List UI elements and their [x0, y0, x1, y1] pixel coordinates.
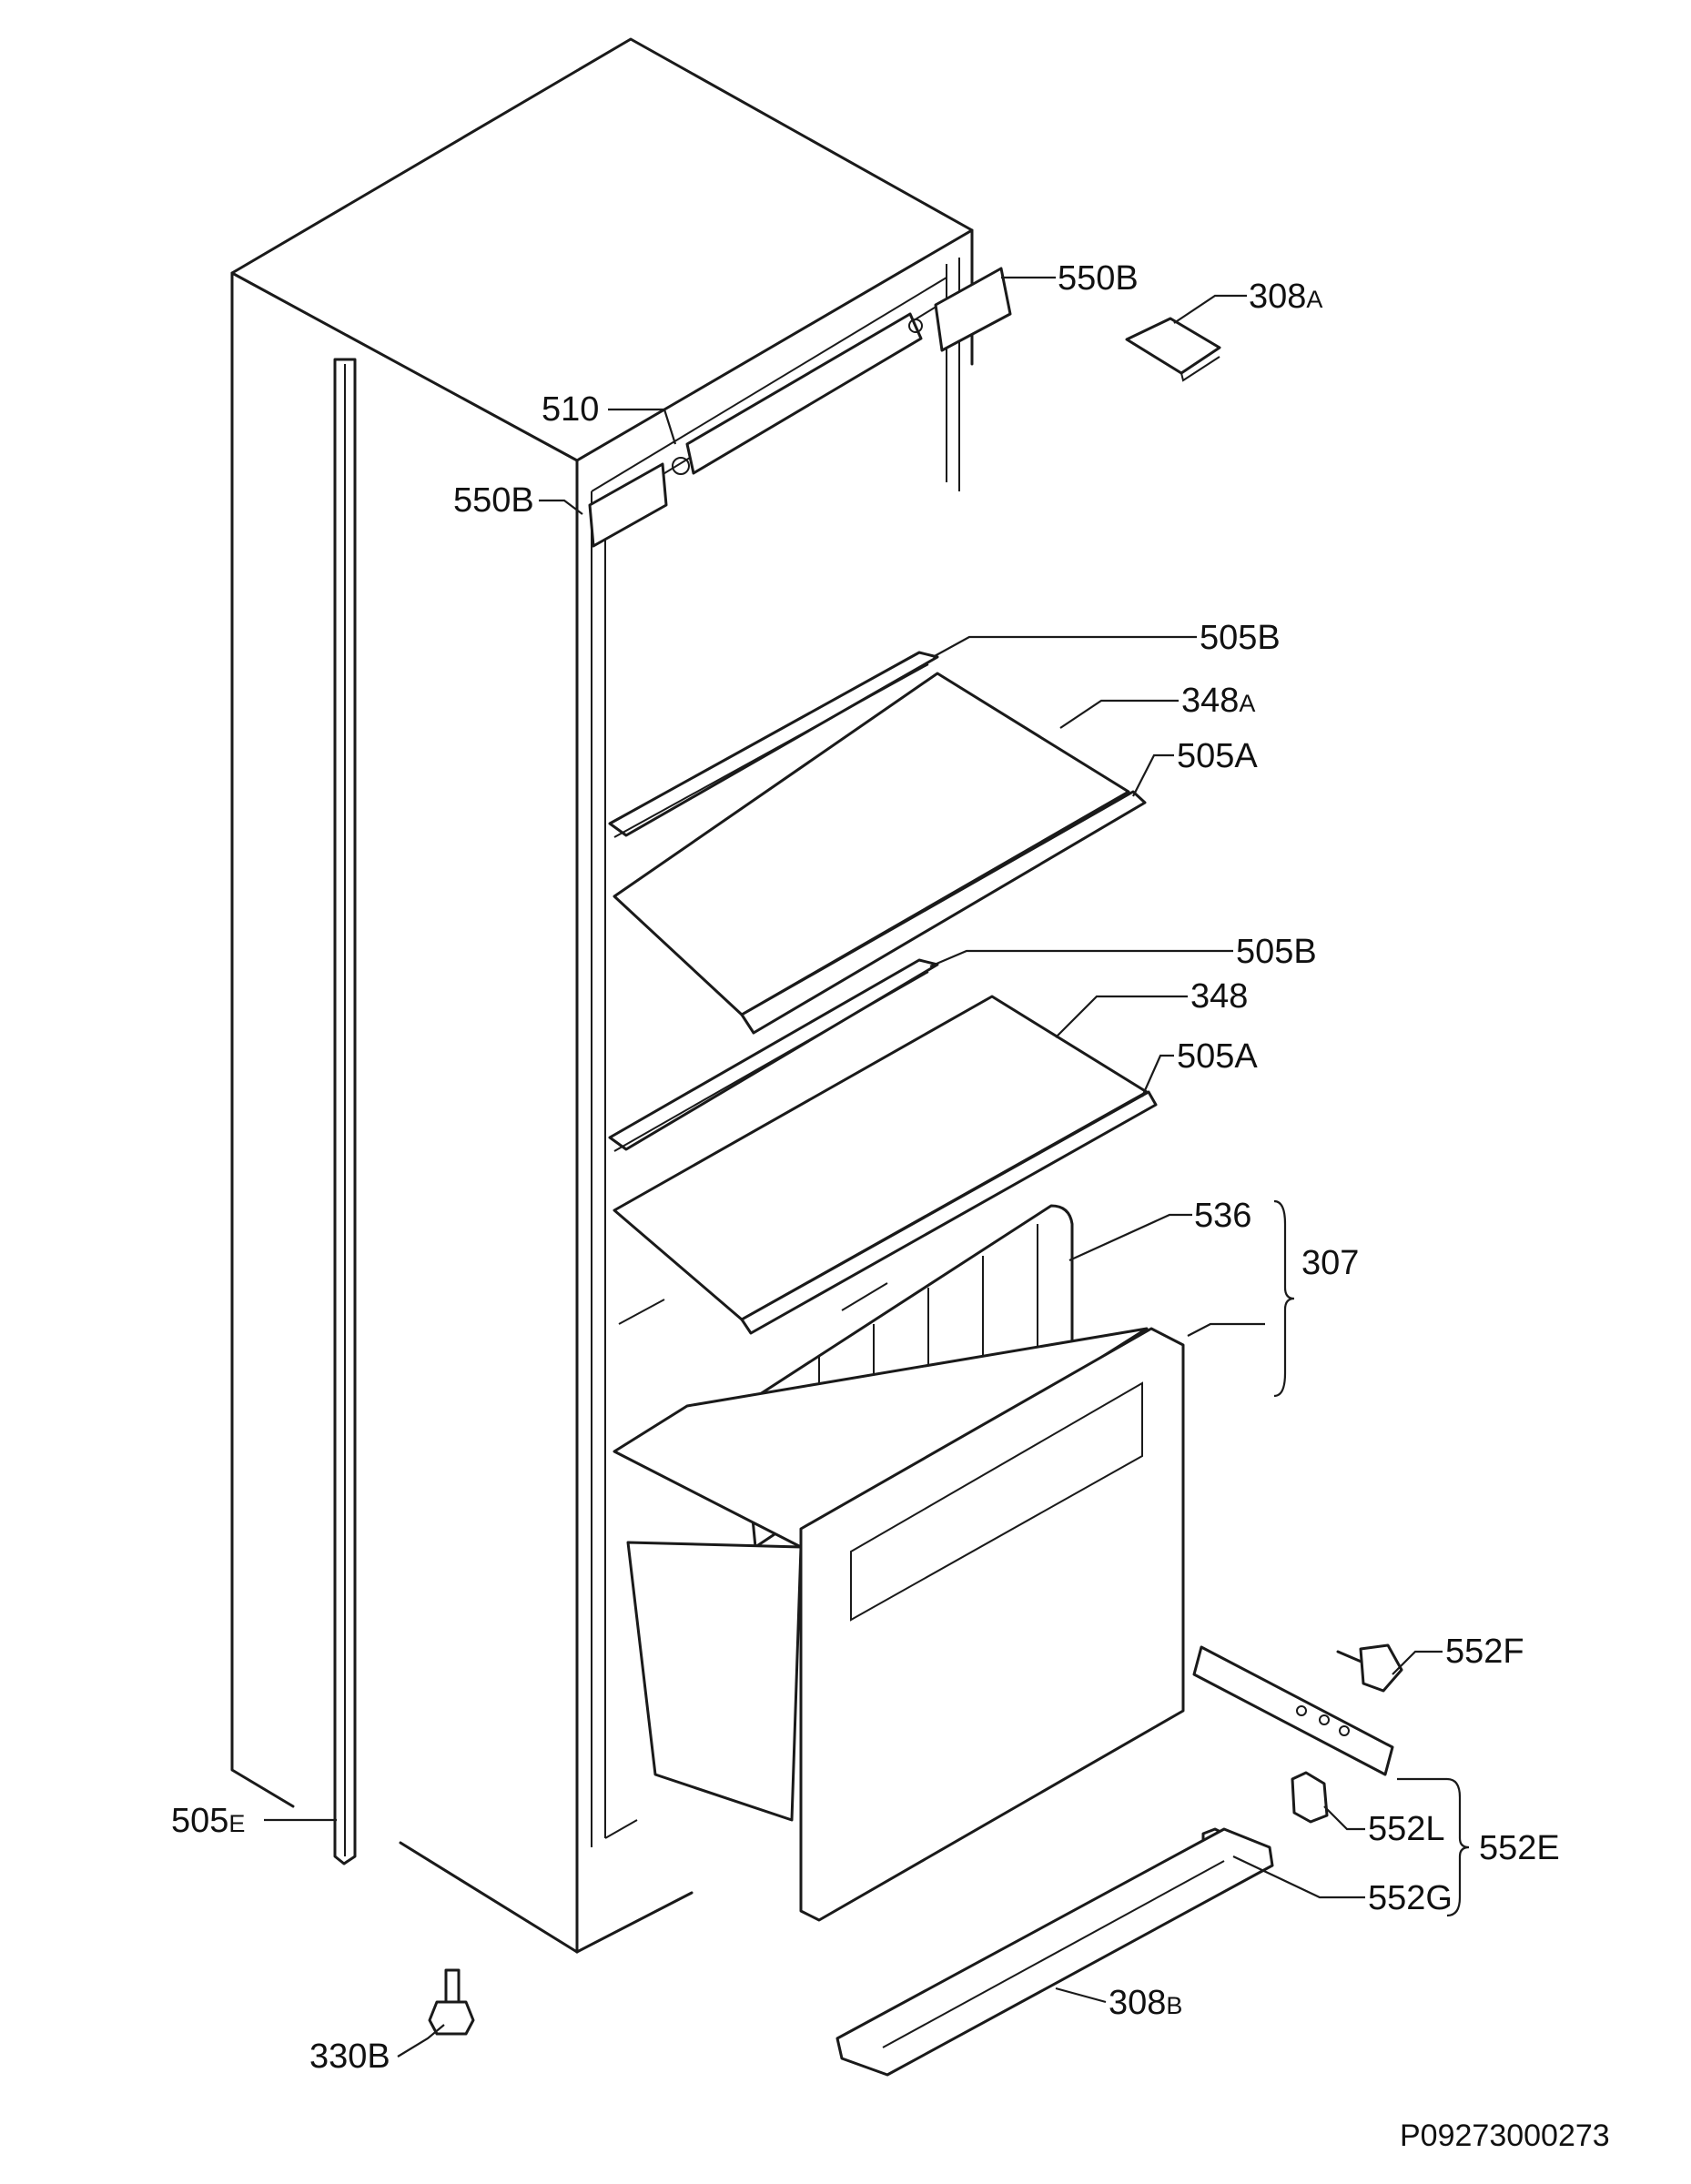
part-labels: 550B 308A 510 550B 505B 348A 505A 505B 3… [171, 259, 1560, 2076]
hinge-cover-top-right [934, 267, 1012, 352]
shelf-348-part [608, 958, 1158, 1335]
braces [1273, 1199, 1470, 1917]
label-308b: 308B [1109, 1984, 1182, 2022]
label-536: 536 [1194, 1197, 1251, 1235]
foot-bolt-330b-part [428, 1968, 475, 2036]
rail-552e-part [1192, 1645, 1394, 1776]
label-550b-top: 550B [1058, 259, 1139, 298]
label-505a-lower: 505A [1177, 1037, 1258, 1076]
label-505e: 505E [171, 1802, 245, 1840]
drawing-code: P09273000273 [1400, 2118, 1610, 2153]
label-552g: 552G [1368, 1879, 1453, 1917]
label-348: 348 [1190, 977, 1248, 1016]
label-552l: 552L [1368, 1810, 1445, 1848]
hinge-cover-top-left [588, 462, 668, 548]
label-348a: 348A [1181, 682, 1255, 720]
label-552e: 552E [1479, 1829, 1560, 1867]
bracket-308a-part [1125, 317, 1221, 382]
label-505b-upper: 505B [1200, 619, 1281, 657]
clip-552l-part [1291, 1771, 1329, 1824]
label-510: 510 [542, 390, 599, 429]
label-307: 307 [1301, 1244, 1359, 1282]
label-505b-lower: 505B [1236, 933, 1317, 971]
door-gasket-part [333, 358, 357, 1866]
light-cover-part [672, 312, 923, 475]
drawer-307-part [613, 1204, 1185, 1922]
label-552f: 552F [1445, 1633, 1524, 1671]
label-330b: 330B [309, 2037, 390, 2076]
label-308a: 308A [1249, 278, 1322, 316]
shelf-348a-part [608, 651, 1147, 1035]
label-505a-upper: 505A [1177, 737, 1258, 775]
label-550b-left: 550B [453, 481, 534, 520]
bracket-308b-part [835, 1827, 1274, 2077]
screw-552f-part [1336, 1643, 1403, 1693]
leader-lines [264, 276, 1447, 2058]
